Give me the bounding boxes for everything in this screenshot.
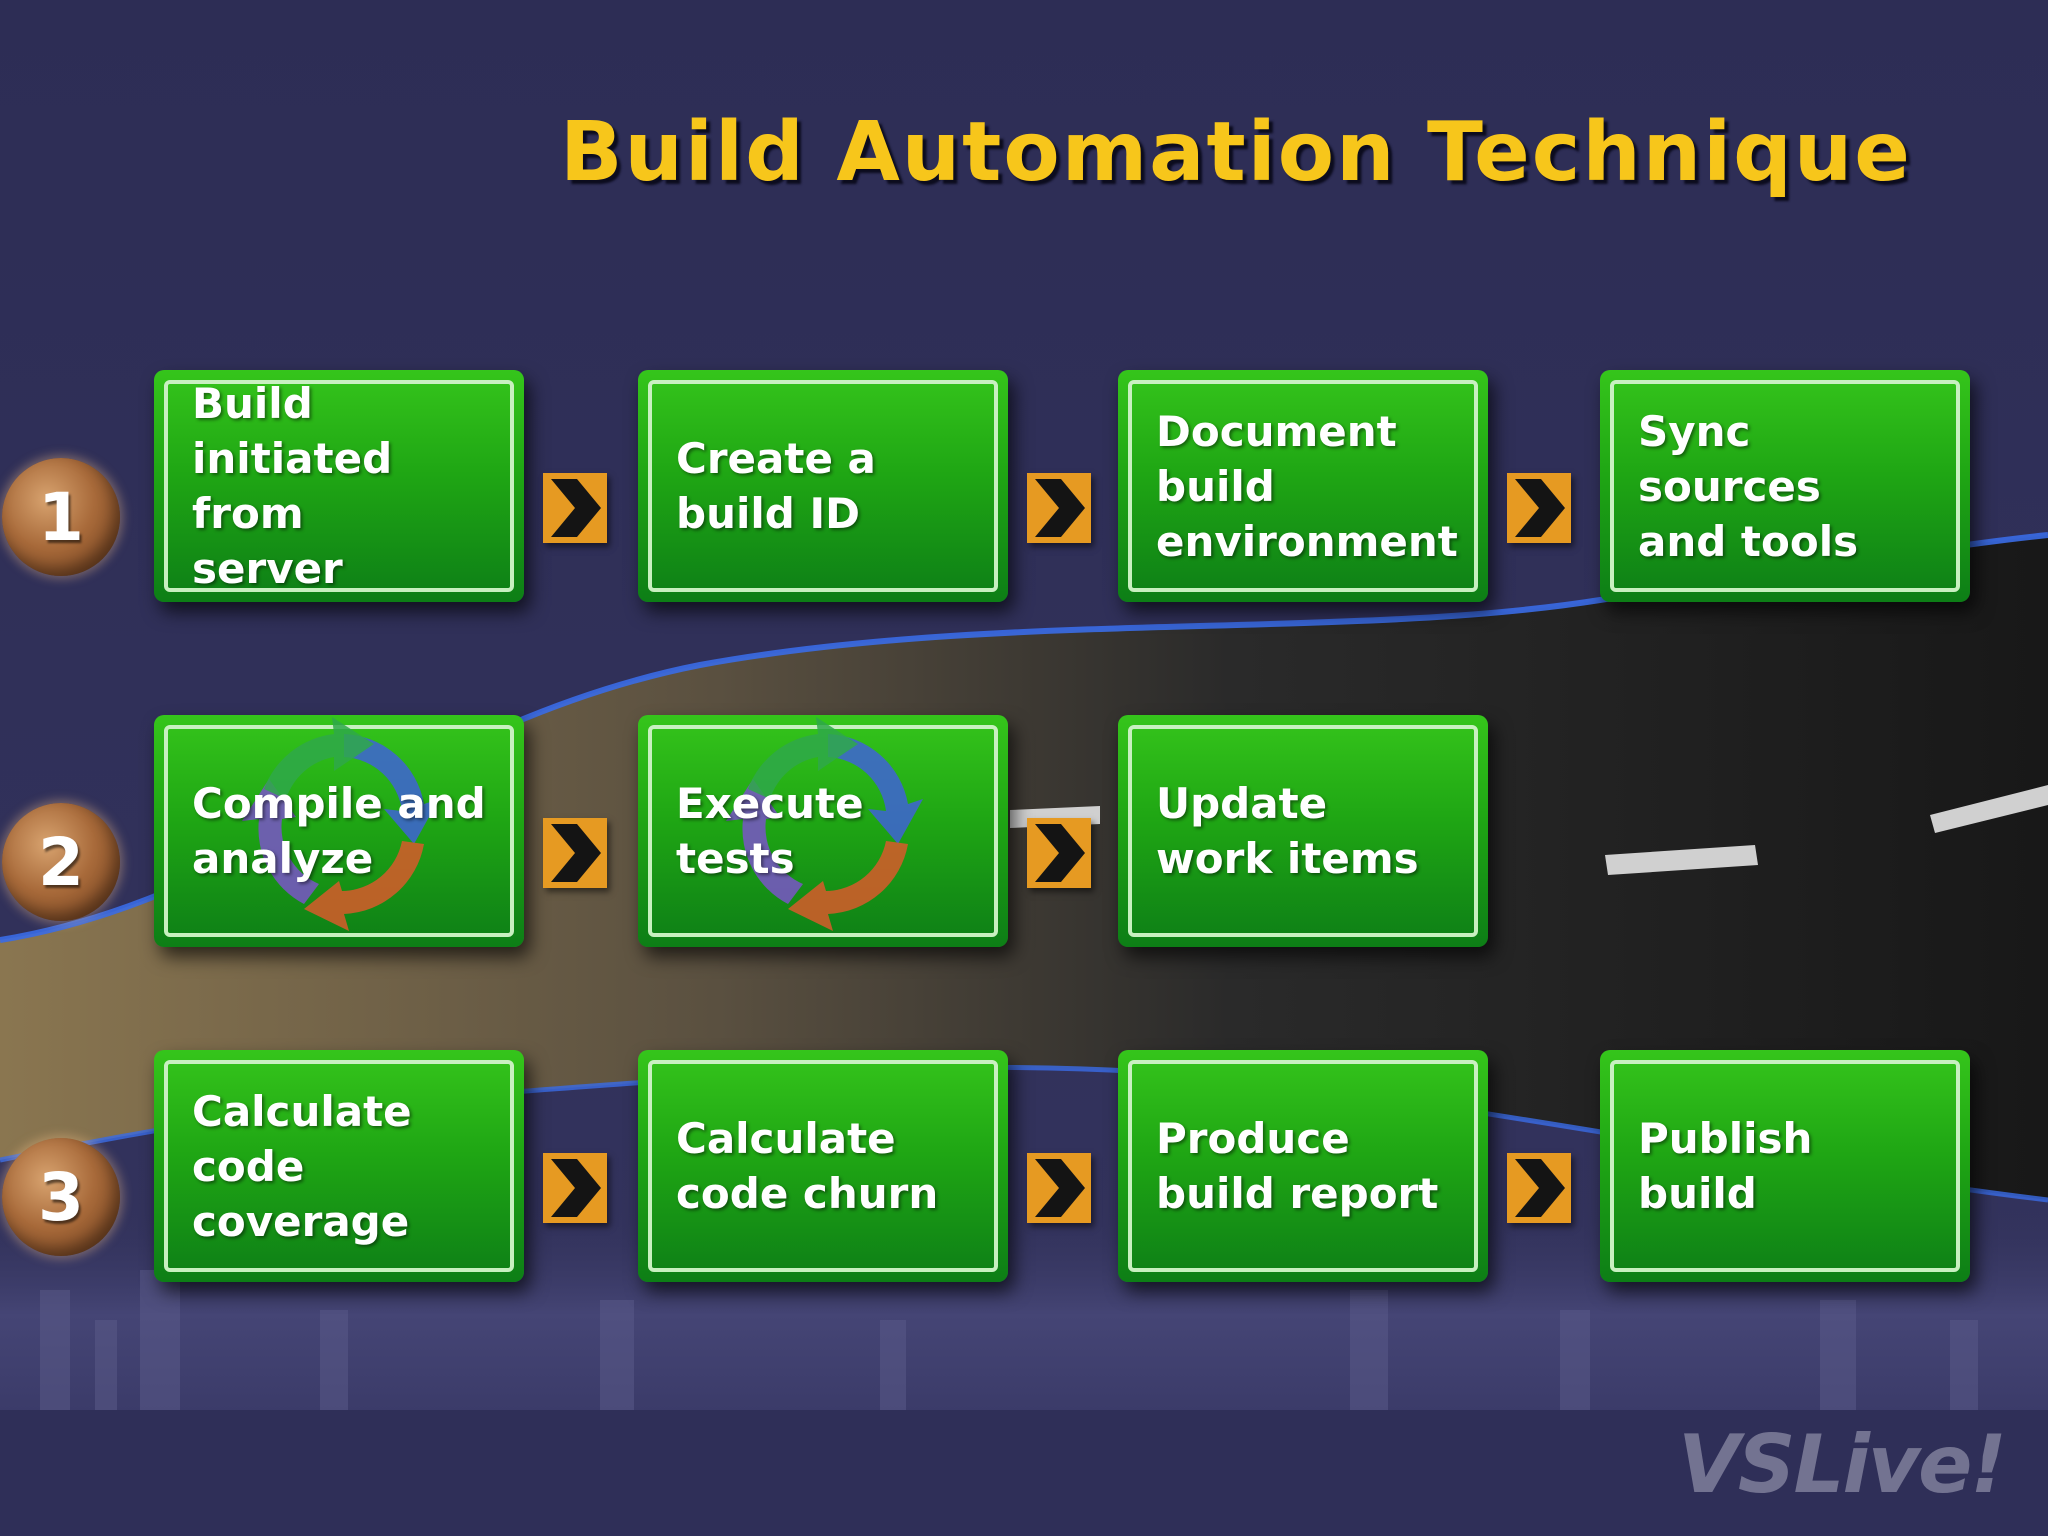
chevron-arrow-icon bbox=[543, 1153, 607, 1223]
process-step-box: Document build environment bbox=[1118, 370, 1488, 602]
process-step-label: Publish build bbox=[1638, 1114, 1813, 1218]
step-number-badge: 3 bbox=[2, 1138, 120, 1256]
process-step-label: Sync sources and tools bbox=[1638, 406, 1859, 566]
process-step-box: Calculate code coverage bbox=[154, 1050, 524, 1282]
process-step-label: Document build environment bbox=[1156, 406, 1458, 566]
chevron-arrow-icon bbox=[1027, 473, 1091, 543]
slide-title: Build Automation Technique bbox=[560, 105, 1912, 200]
chevron-arrow-icon bbox=[543, 818, 607, 888]
cycle-arrows-icon bbox=[726, 717, 923, 931]
process-step-box: Build initiated from server bbox=[154, 370, 524, 602]
process-step-box: Produce build report bbox=[1118, 1050, 1488, 1282]
process-step-box: Publish build bbox=[1600, 1050, 1970, 1282]
process-step-label: Create a build ID bbox=[676, 434, 876, 538]
process-step-label: Execute tests bbox=[676, 779, 864, 883]
process-step-label: Calculate code coverage bbox=[192, 1086, 412, 1246]
process-step-box: Sync sources and tools bbox=[1600, 370, 1970, 602]
process-step-label: Update work items bbox=[1156, 779, 1419, 883]
process-step-box: Create a build ID bbox=[638, 370, 1008, 602]
chevron-arrow-icon bbox=[1027, 818, 1091, 888]
chevron-arrow-icon bbox=[543, 473, 607, 543]
process-step-label: Calculate code churn bbox=[676, 1114, 939, 1218]
vslive-logo: VSLive! bbox=[1678, 1418, 2007, 1511]
chevron-arrow-icon bbox=[1507, 473, 1571, 543]
process-step-label: Build initiated from server bbox=[192, 379, 393, 593]
step-number-badge: 2 bbox=[2, 803, 120, 921]
process-step-label: Produce build report bbox=[1156, 1114, 1439, 1218]
chevron-arrow-icon bbox=[1507, 1153, 1571, 1223]
cycle-arrows-icon bbox=[242, 717, 439, 931]
process-step-box: Execute tests bbox=[638, 715, 1008, 947]
process-step-box: Compile and analyze bbox=[154, 715, 524, 947]
chevron-arrow-icon bbox=[1027, 1153, 1091, 1223]
step-number-badge: 1 bbox=[2, 458, 120, 576]
process-step-box: Update work items bbox=[1118, 715, 1488, 947]
process-step-box: Calculate code churn bbox=[638, 1050, 1008, 1282]
process-step-label: Compile and analyze bbox=[192, 779, 486, 883]
